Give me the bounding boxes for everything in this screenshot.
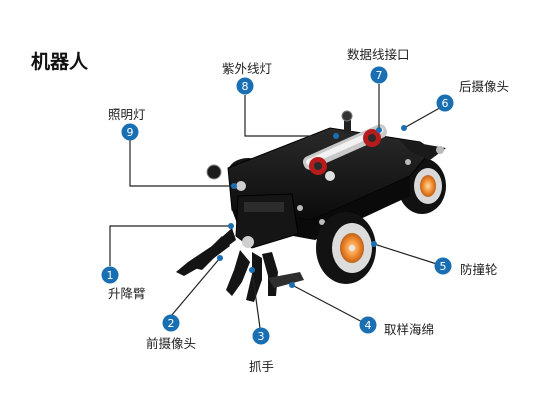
leader-line-2 [170,257,221,317]
badge-2: 2 [162,314,180,332]
badge-4: 4 [359,316,377,334]
rear-wheel [398,158,446,214]
badge-3: 3 [252,327,270,345]
badge-8: 8 [236,77,254,95]
badge-6: 6 [436,94,454,112]
leader-line-9 [129,139,234,187]
gripper [176,228,278,302]
sampling-sponge [268,272,304,288]
screw [319,219,325,225]
svg-text:4: 4 [365,319,372,332]
svg-text:9: 9 [127,126,134,139]
rear-camera [341,110,353,122]
label-gripper: 抓手 [249,359,275,374]
front-camera-lens [242,236,254,248]
svg-text:2: 2 [168,317,175,330]
label-illumination-lamp: 照明灯 [108,107,146,122]
lamp-mount [236,181,246,191]
svg-text:3: 3 [258,330,265,343]
label-uv-lamp: 紫外线灯 [222,61,273,76]
rear-bracket [400,140,446,160]
svg-text:8: 8 [242,80,249,93]
uv-lamp-tube [302,124,388,181]
leader-line-3 [251,269,261,329]
rear-camera-post [344,116,351,134]
screw [405,159,411,165]
lift-arm-bracket [244,202,284,212]
label-sampling-sponge: 取样海绵 [384,322,435,337]
label-rear-camera: 后摄像头 [459,79,510,94]
leader-line-6 [403,104,446,129]
label-lift-arm: 升降臂 [108,286,146,301]
screw [297,205,303,211]
label-bumper-wheel: 防撞轮 [460,262,498,277]
leader-lines [109,84,446,329]
badge-1: 1 [101,266,119,284]
rear-bracket-screw [436,146,444,154]
leader-line-5 [373,243,444,267]
leader-line-8 [244,95,336,137]
svg-text:5: 5 [440,260,447,273]
front-wheel [316,212,376,284]
leader-line-4 [291,284,369,326]
robot-illustration [176,110,446,302]
illumination-lamp [206,164,222,180]
label-front-camera: 前摄像头 [146,336,197,351]
diagram-title: 机器人 [31,51,89,73]
leader-line-1 [109,225,231,266]
label-data-port: 数据线接口 [347,47,410,62]
svg-text:7: 7 [376,69,383,82]
anchor-dots [217,125,407,288]
badge-9: 9 [121,123,139,141]
badge-7: 7 [370,66,388,84]
svg-text:6: 6 [442,97,449,110]
svg-text:1: 1 [107,269,114,282]
badge-5: 5 [434,257,452,275]
